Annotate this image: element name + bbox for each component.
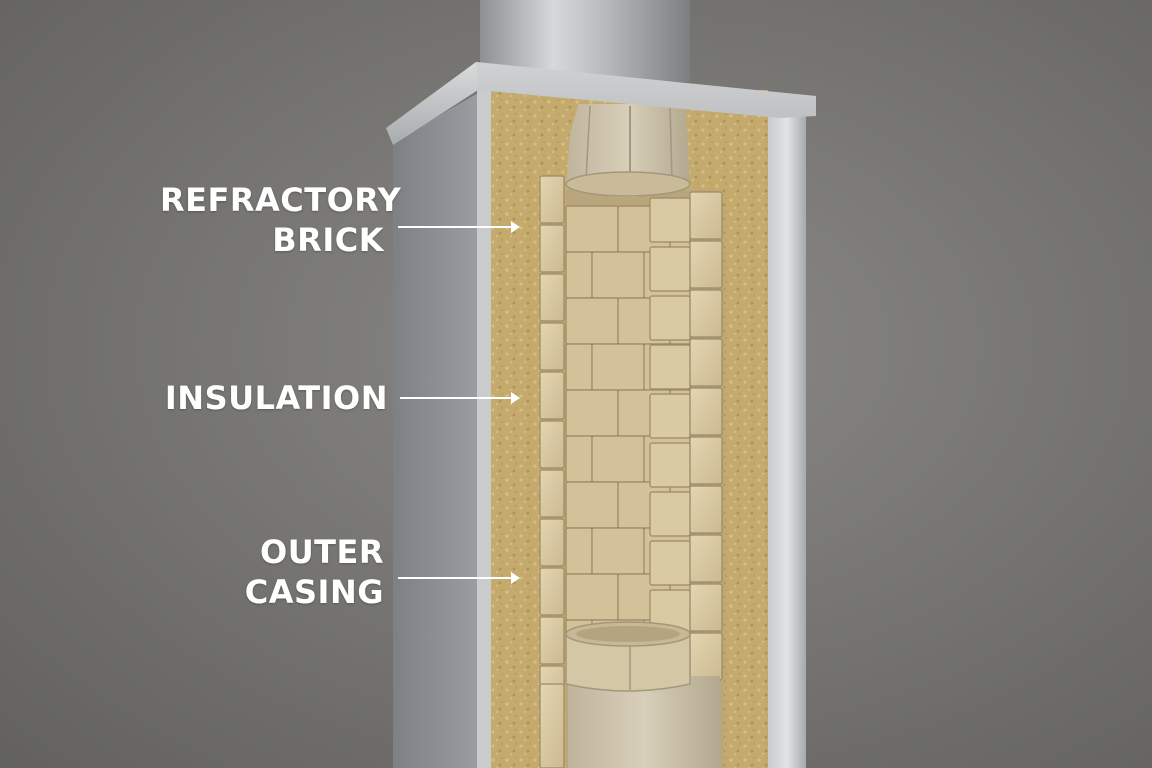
brick xyxy=(689,387,723,436)
brick xyxy=(689,632,723,681)
brick xyxy=(539,371,565,420)
brick xyxy=(539,273,565,322)
label-refractory-line2: BRICK xyxy=(272,221,384,259)
casing-left-edge xyxy=(477,86,491,768)
brick xyxy=(649,344,691,390)
brick xyxy=(565,389,619,437)
brick xyxy=(565,527,593,575)
brick xyxy=(539,567,565,616)
label-refractory-line1: REFRACTORY xyxy=(160,181,402,219)
brick xyxy=(565,481,619,529)
brick xyxy=(689,191,723,240)
brick xyxy=(689,485,723,534)
brick xyxy=(539,469,565,518)
brick xyxy=(689,583,723,632)
brick xyxy=(591,343,645,391)
brick xyxy=(539,518,565,567)
casing-side-face xyxy=(393,92,480,768)
brick xyxy=(689,289,723,338)
brick xyxy=(649,197,691,243)
brick xyxy=(565,251,593,299)
brick xyxy=(539,175,565,224)
label-casing-line1: OUTER xyxy=(259,533,384,571)
bottom-flue-liner xyxy=(568,676,720,768)
arrow-right-icon xyxy=(400,392,520,404)
brick xyxy=(539,224,565,273)
brick xyxy=(649,295,691,341)
arrow-right-icon xyxy=(398,221,520,233)
brick xyxy=(689,240,723,289)
brick xyxy=(649,491,691,537)
brick xyxy=(565,573,619,621)
brick xyxy=(649,442,691,488)
brick xyxy=(591,435,645,483)
brick xyxy=(649,393,691,439)
brick xyxy=(649,540,691,586)
brick xyxy=(591,527,645,575)
brick xyxy=(539,616,565,665)
label-outer-casing: OUTER CASING xyxy=(160,532,384,612)
label-insulation: INSULATION xyxy=(160,378,388,418)
brick xyxy=(539,322,565,371)
brick xyxy=(591,251,645,299)
brick xyxy=(565,205,619,253)
brick xyxy=(689,338,723,387)
brick xyxy=(689,436,723,485)
label-refractory-brick: REFRACTORY BRICK xyxy=(160,180,402,260)
brick xyxy=(565,343,593,391)
casing-right-edge xyxy=(768,110,806,768)
brick xyxy=(689,534,723,583)
arrow-right-icon xyxy=(398,572,520,584)
brick xyxy=(565,435,593,483)
brick xyxy=(649,246,691,292)
brick xyxy=(539,420,565,469)
label-casing-line2: CASING xyxy=(244,573,384,611)
brick xyxy=(539,683,565,768)
brick xyxy=(565,297,619,345)
label-insulation-line1: INSULATION xyxy=(164,379,388,417)
